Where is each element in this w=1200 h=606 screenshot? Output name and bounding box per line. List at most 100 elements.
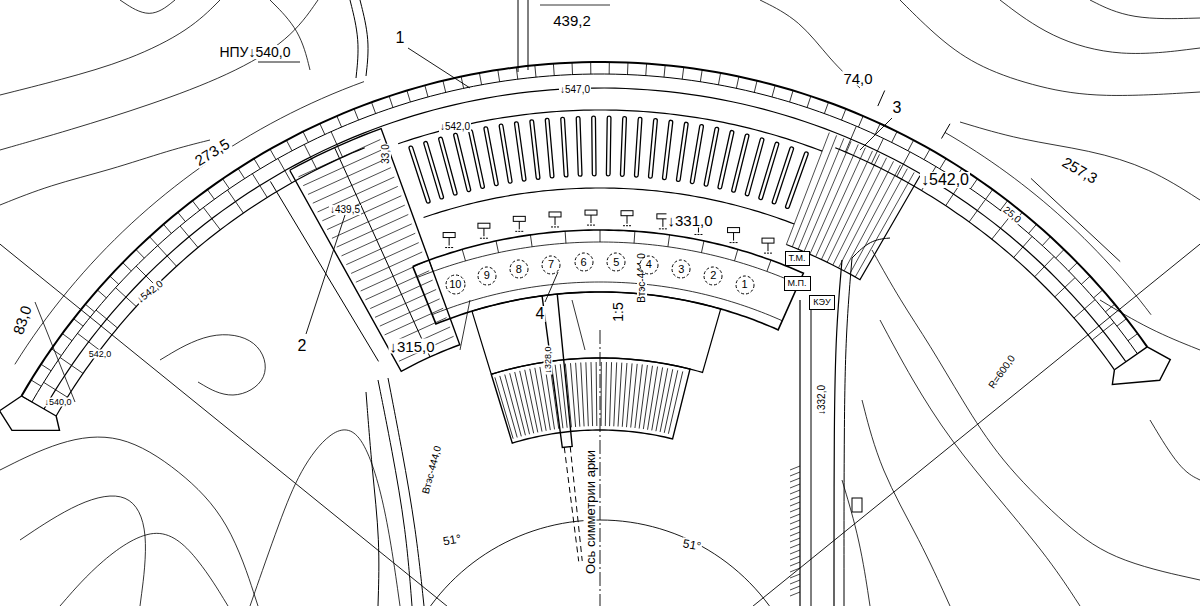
- dimension-label: 1:5: [611, 301, 625, 322]
- spillway-slot: [774, 149, 792, 202]
- terrain-contour: [250, 430, 400, 606]
- downstream-face: [56, 148, 365, 416]
- terrain-contour: [900, 0, 1200, 95]
- parapet-tick: [407, 91, 410, 102]
- embankment-hatch: [790, 562, 800, 566]
- dimension-label: ↓331,0: [666, 213, 713, 228]
- parapet-tick: [136, 249, 144, 258]
- apron-outline: [472, 292, 721, 374]
- terrain-contour: [0, 0, 318, 150]
- spillway-slot: [761, 144, 777, 198]
- embankment-hatch: [790, 580, 800, 584]
- turbine-unit: 9: [477, 266, 497, 286]
- parapet-tick: [924, 149, 930, 159]
- dimension-label: Втэс-444,0: [421, 444, 444, 496]
- leader-line: [258, 62, 300, 63]
- parapet-tick: [824, 102, 828, 113]
- turbine-unit: 5: [606, 252, 626, 272]
- parapet-tick: [498, 70, 500, 82]
- dimension-label: ↓332,0: [817, 384, 827, 416]
- powerhouse-wall: [432, 282, 782, 321]
- unit-circle: [640, 256, 658, 274]
- spillway-toe: [424, 188, 795, 224]
- dimension-line: [15, 82, 364, 365]
- spillway-slot: [426, 143, 442, 197]
- parapet-tick: [254, 159, 260, 169]
- crest-road: [32, 74, 1137, 402]
- spillway-slot: [578, 118, 580, 174]
- spillway-slot: [664, 122, 670, 178]
- parapet-tick: [303, 132, 308, 143]
- basin-hatch: [639, 365, 647, 428]
- terrain-contour: [20, 496, 145, 606]
- node-label: 3: [678, 264, 684, 275]
- embankment-hatch: [790, 556, 800, 560]
- spillway-slot: [678, 124, 686, 179]
- block-hatch: [850, 169, 908, 274]
- parapet-tick: [372, 102, 376, 113]
- spillway-slot: [486, 129, 496, 184]
- parapet-tick: [1128, 334, 1138, 341]
- parapet-tick: [270, 149, 276, 159]
- embankment-hatch: [790, 568, 800, 572]
- section-joint: [227, 190, 243, 213]
- dimension-label: 257,3: [1059, 154, 1101, 187]
- block-hatch: [821, 151, 872, 260]
- parapet-tick: [627, 63, 629, 75]
- parapet-tick: [123, 263, 132, 271]
- transformer-symbol: [519, 221, 520, 229]
- node-label: 8: [516, 264, 522, 275]
- right-bank-road: [834, 260, 842, 606]
- unit-joint: [429, 260, 433, 271]
- spillway-slot: [547, 120, 552, 176]
- apron-joint: [572, 300, 585, 350]
- parapet-tick: [1117, 319, 1126, 326]
- parapet-tick: [1094, 290, 1103, 298]
- parapet-tick: [1029, 224, 1037, 233]
- unit-circle: [736, 276, 754, 294]
- unit-joint: [668, 235, 670, 247]
- embankment-hatch: [790, 484, 800, 488]
- basin-hatch: [535, 368, 546, 431]
- room-box: Т.М.: [785, 251, 810, 266]
- dimension-tick: [942, 124, 951, 139]
- parapet-tick: [41, 364, 51, 371]
- terrain-contour: [1100, 300, 1200, 350]
- dimension-label: ↓542,0: [439, 122, 471, 132]
- transformer-symbol: [762, 238, 774, 243]
- terrain-contour: [1000, 0, 1200, 53]
- unit-joint: [530, 235, 532, 247]
- terrain-contour: [1090, 0, 1200, 19]
- spillway-slot: [774, 149, 792, 202]
- symmetry-axis: [600, 330, 601, 606]
- parapet-tick: [192, 201, 199, 211]
- parapet-tick: [664, 65, 665, 77]
- terrain-contour: [120, 0, 175, 13]
- leader-line: [860, 118, 892, 150]
- spillway-slot: [411, 148, 428, 201]
- parapet-tick: [320, 124, 325, 135]
- basin-hatch: [540, 367, 550, 430]
- parapet-tick: [425, 85, 428, 97]
- parapet-tick: [908, 140, 914, 151]
- section-joint: [992, 217, 1009, 239]
- block-hatch: [804, 141, 851, 251]
- spillway-slot: [734, 136, 747, 190]
- embankment-hatch: [790, 478, 800, 482]
- transformer-symbol: [662, 219, 663, 227]
- unit-joint: [634, 231, 636, 243]
- parapet-tick: [62, 334, 72, 341]
- basin-hatch: [652, 367, 663, 430]
- section-joint: [203, 207, 220, 229]
- unit-joint: [600, 230, 601, 242]
- transformer-symbol: [555, 217, 556, 225]
- spillway-slot: [787, 154, 806, 207]
- spillway-slot: [532, 122, 538, 178]
- unit-circle: [446, 275, 465, 294]
- right-abutment: [1112, 347, 1170, 385]
- basin-hatch: [601, 362, 602, 426]
- section-joint: [969, 199, 985, 222]
- dimension-label: R=600,0: [986, 353, 1017, 392]
- dimension-line: [945, 132, 1151, 314]
